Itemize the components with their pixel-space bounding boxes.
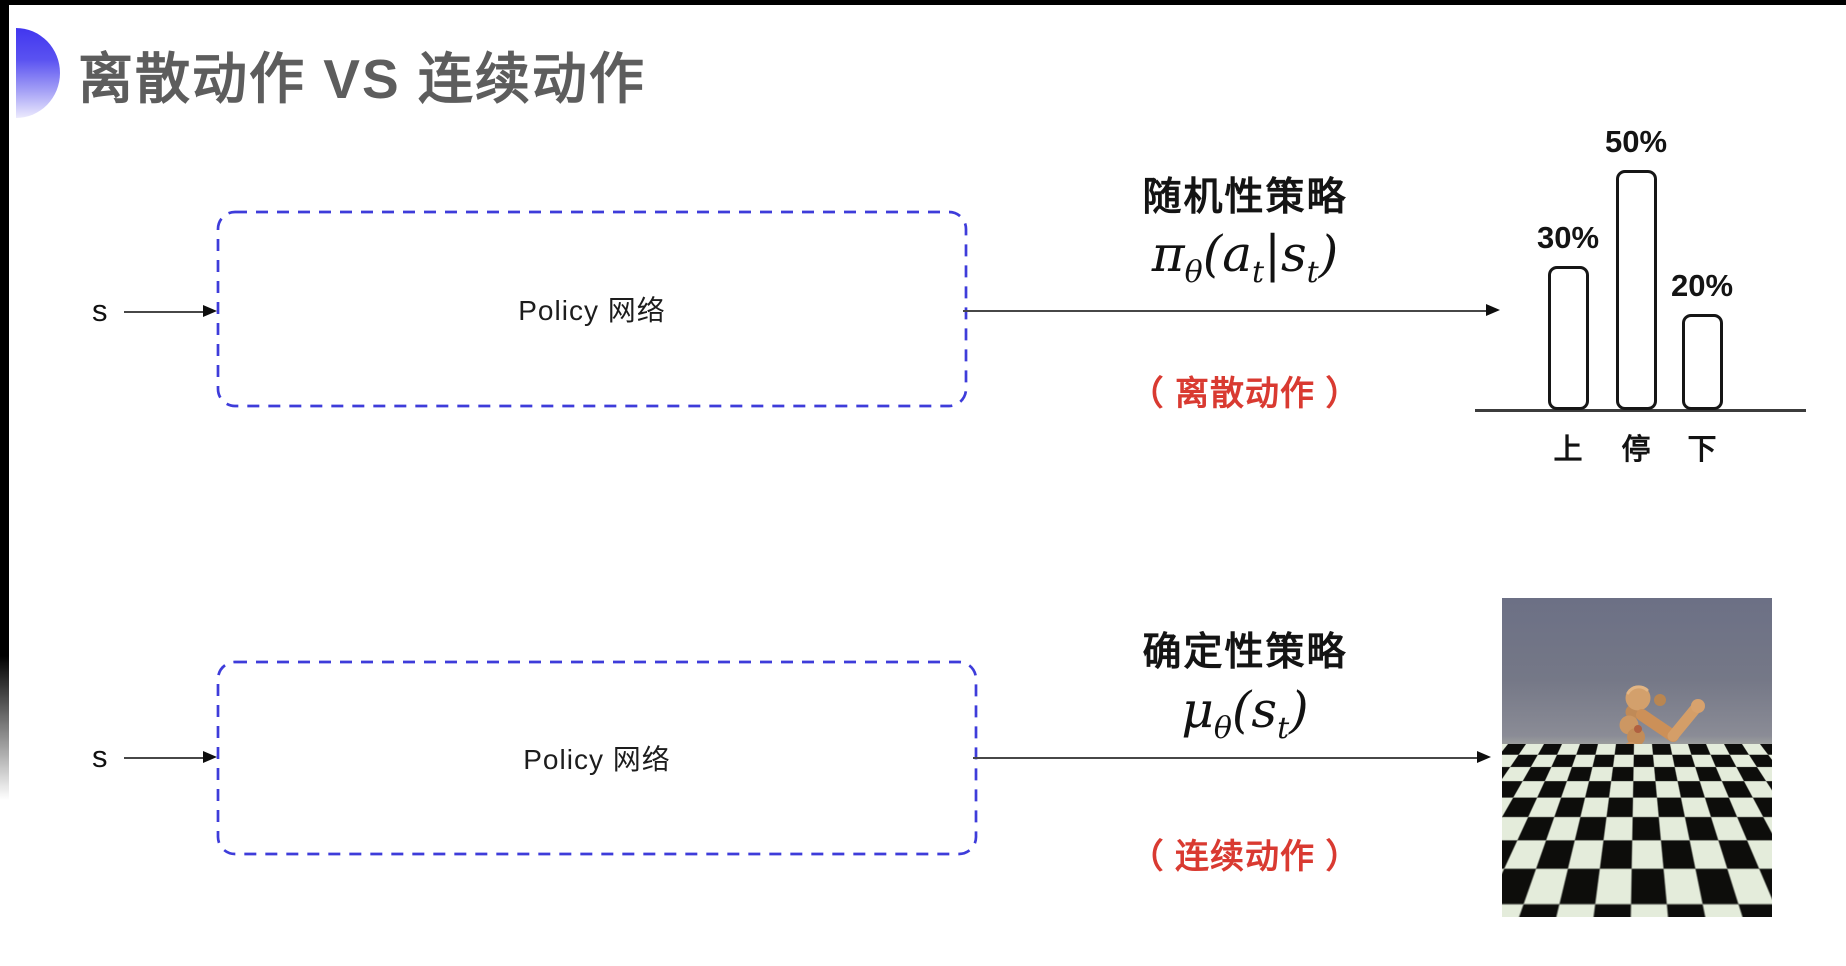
bar-停 (1615, 170, 1657, 410)
formula-theta-sub-2: θ (1213, 711, 1232, 746)
formula-theta-sub: θ (1184, 255, 1203, 290)
policy-formula-top: πθ(at|st) (1040, 228, 1450, 289)
state-input-label-top: s (92, 293, 108, 328)
formula-open-a: (a (1202, 225, 1253, 283)
frame-left-edge (0, 0, 9, 800)
bar-category-label: 下 (1687, 434, 1717, 466)
humanoid-figure (1578, 685, 1705, 891)
policy-network-label-top: Policy 网络 (518, 295, 666, 326)
frame-top-edge (0, 0, 1846, 5)
chart-baseline (1475, 409, 1806, 412)
formula-mu: μ (1181, 681, 1214, 739)
policy-type-title-top: 随机性策略 (1142, 176, 1348, 219)
state-input-label-bottom: s (92, 739, 108, 774)
output-arrow-top (963, 303, 1500, 318)
policy-network-box-top (216, 210, 968, 408)
action-type-note-top: （ 离散动作 ） (1129, 375, 1361, 413)
action-type-note-bottom: （ 连续动作 ） (1129, 838, 1361, 876)
formula-open-s: (s (1231, 681, 1278, 739)
formula-t-sub-1: t (1252, 255, 1265, 290)
title-accent-half-disc (16, 28, 60, 118)
humanoid-robot-image (1502, 598, 1772, 917)
formula-t-sub-2: t (1306, 255, 1319, 290)
output-arrow-bottom (973, 750, 1491, 765)
bar-value-label: 50% (1604, 124, 1668, 159)
bar-下 (1681, 314, 1723, 410)
formula-close: ) (1318, 225, 1339, 283)
page-title: 离散动作 VS 连续动作 (78, 48, 646, 110)
floor-reflection-glow (1502, 818, 1772, 917)
bar-value-label: 30% (1536, 220, 1600, 255)
formula-close-2: ) (1289, 681, 1309, 739)
input-arrow-bottom (124, 750, 217, 765)
policy-formula-bottom: μθ(st) (1040, 684, 1450, 745)
bar-上 (1547, 266, 1589, 410)
bar-chart: 30% 上 50% 停 20% 下 (1475, 80, 1815, 470)
bar-category-label: 上 (1553, 434, 1583, 466)
formula-pi: π (1151, 225, 1185, 283)
policy-network-label-bottom: Policy 网络 (523, 744, 671, 775)
bar-value-label: 20% (1670, 268, 1734, 303)
policy-type-title-bottom: 确定性策略 (1142, 631, 1348, 674)
formula-bar-s: |s (1264, 225, 1307, 283)
input-arrow-top (124, 304, 217, 319)
bar-category-label: 停 (1621, 434, 1651, 466)
formula-t-sub-3: t (1277, 711, 1290, 746)
